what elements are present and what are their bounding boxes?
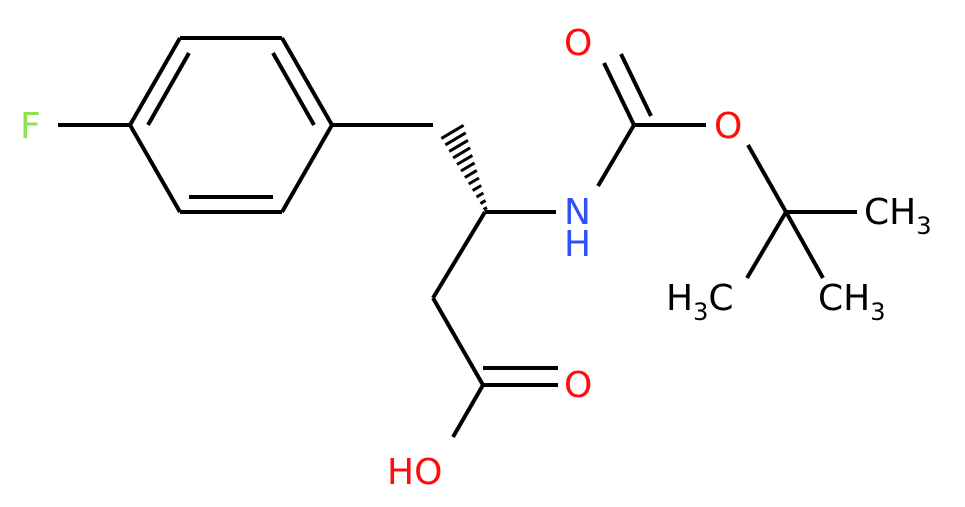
boc-carbonyl-bond [619,53,653,117]
ring-bond [128,37,182,126]
hydroxyl-label: HO [387,452,442,493]
ring-bond [280,124,334,213]
methyl-bond [745,210,788,280]
bonds [58,36,857,438]
fluorine-label: F [20,106,41,147]
ring-bond [128,124,182,213]
ring-bond [280,37,334,126]
nitrogen-hydrogen-label: H [564,224,591,265]
methyl-bond [784,211,825,279]
atom-labels: F N H O O O HO CH3 H3C CH3 [20,23,932,493]
boc-carbonyl-oxygen-label: O [564,23,592,64]
ester-tbutyl-bond [746,144,788,213]
boc-carbonyl-bond [602,62,636,126]
ring-inner-bond [146,52,191,126]
hydroxyl-hydrogen: H [387,452,414,493]
hydroxyl-oxygen: O [414,452,442,493]
methyl-bottom-label: CH3 [818,278,886,326]
chain-bond [431,297,485,386]
acid-carbonyl-oxygen-label: O [564,365,592,406]
hashed-wedge-bond [440,124,488,211]
ester-oxygen-label: O [714,106,742,147]
ring-inner-bond [271,52,316,126]
methyl-right-label: CH3 [864,192,932,240]
nitrogen-label: N [564,192,591,233]
acid-hydroxyl-bond [451,384,485,438]
chain-bond [431,210,487,300]
methyl-left-label: H3C [666,278,734,326]
carbamate-n-bond [596,123,636,188]
